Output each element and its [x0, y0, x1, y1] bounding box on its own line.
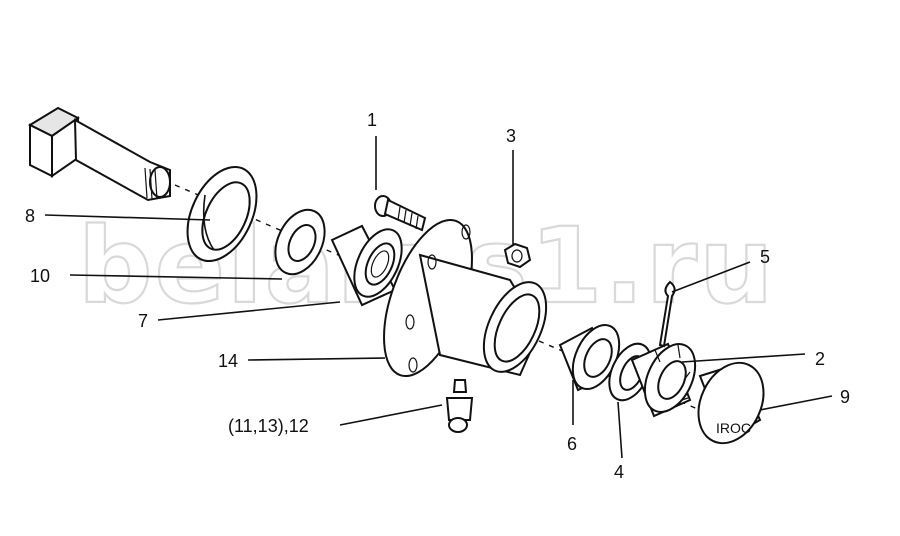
callout-6: 6	[567, 434, 577, 454]
part-14-hub	[383, 218, 548, 378]
callout-10: 10	[30, 266, 50, 286]
callout-8: 8	[25, 206, 35, 226]
callout-1: 1	[367, 110, 377, 130]
part-2-castle-nut	[630, 342, 697, 418]
part-6-outer-bearing	[558, 324, 621, 392]
part-5-cotter-pin	[658, 280, 676, 348]
part-8-seal-cup	[186, 165, 258, 263]
callout-9: 9	[840, 387, 850, 407]
callout-11-13-12: (11,13),12	[228, 416, 309, 436]
spindle-part	[27, 106, 171, 202]
part-12-grease-nipple	[445, 379, 474, 433]
part-9-cap: IROC	[697, 361, 765, 445]
leader-lines	[44, 136, 833, 459]
part-1-bolt	[374, 195, 427, 232]
callout-2: 2	[815, 349, 825, 369]
callout-14: 14	[218, 351, 238, 371]
part-3-nut	[503, 242, 532, 269]
callout-3: 3	[506, 126, 516, 146]
callout-5: 5	[760, 247, 770, 267]
callout-7: 7	[138, 311, 148, 331]
cap-marking: IROC	[716, 420, 751, 436]
callout-labels: 1 2 3 4 5 6 7 8 9 10 (11,13),12 14	[25, 110, 850, 482]
part-7-inner-bearing	[330, 224, 403, 307]
part-10-washer	[274, 208, 326, 276]
callout-4: 4	[614, 462, 624, 482]
